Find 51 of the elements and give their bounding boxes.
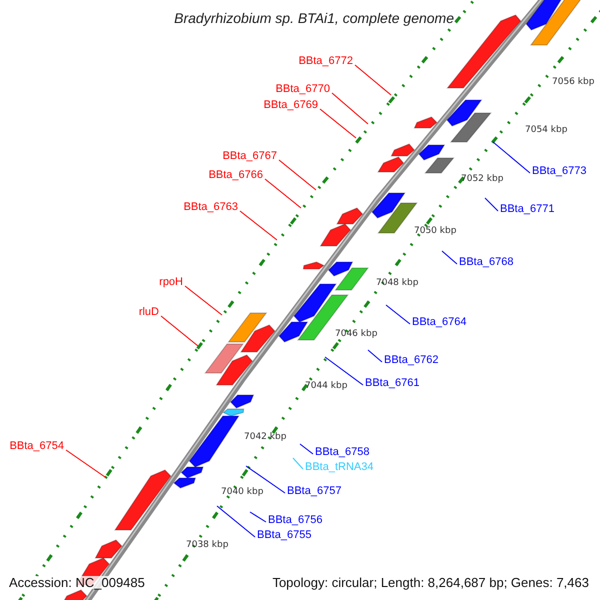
tick-label: 7042 kbp (244, 433, 286, 442)
leader-line (184, 286, 222, 316)
leader-line (292, 458, 304, 470)
leader-line (216, 506, 256, 538)
footer-text: Accession: NC_009485 (9, 576, 145, 589)
leader-line (492, 142, 530, 174)
tick-label: 7050 kbp (414, 227, 456, 236)
gene-label: BBta_6766 (208, 170, 263, 181)
gene-label: BBta_6763 (184, 202, 238, 213)
leader-line (484, 198, 498, 212)
leader-line (442, 250, 458, 264)
leader-line (264, 178, 302, 208)
gene-label: BBta_6756 (268, 515, 322, 526)
leader-line (300, 444, 314, 454)
gene-label: BBta_6770 (276, 84, 330, 95)
tick-label: 7046 kbp (335, 330, 378, 339)
gene-label: BBta_6768 (459, 257, 514, 268)
diagram-title: Bradyrhizobium sp. BTAi1, complete genome (174, 11, 454, 25)
gene-label: BBta_6761 (365, 378, 420, 389)
footer-text: Topology: circular; Length: 8,264,687 bp; Genes: 7,463 (272, 576, 589, 589)
gene-label: BBta_6767 (222, 151, 277, 162)
gene-label: BBta_6773 (532, 166, 586, 177)
leader-line (332, 92, 368, 124)
leader-line (386, 304, 410, 324)
gene-label: BBta_6772 (298, 56, 353, 67)
tick-label: 7056 kbp (552, 78, 594, 87)
tick-label: 7038 kbp (186, 541, 228, 550)
leader-line (246, 466, 286, 494)
leader-line (66, 450, 106, 478)
gene-label: BBta_tRNA34 (305, 462, 374, 473)
tick-label: 7054 kbp (525, 126, 568, 135)
leader-line (320, 108, 356, 138)
gene-label: BBta_6771 (500, 204, 554, 215)
leader-line (368, 350, 382, 362)
gene-label: BBta_6762 (384, 355, 438, 366)
gene-label: BBta_6754 (10, 441, 64, 452)
tick-label: 7048 kbp (376, 279, 418, 288)
gene-label: BBta_6764 (412, 317, 466, 328)
gene-label: BBta_6758 (315, 447, 370, 458)
leader-line (240, 210, 278, 240)
gene-label: rluD (138, 307, 159, 318)
leader-line (250, 512, 266, 522)
gene-label: BBta_6755 (257, 530, 312, 541)
tick-label: 7040 kbp (221, 488, 264, 497)
gene-label: BBta_6757 (287, 486, 342, 497)
leader-line (160, 316, 198, 346)
gene-label: BBta_6769 (264, 100, 318, 111)
gene-label: rpoH (159, 277, 183, 288)
leader-line (354, 64, 392, 96)
leader-line (278, 160, 316, 190)
leader-line (324, 356, 364, 386)
